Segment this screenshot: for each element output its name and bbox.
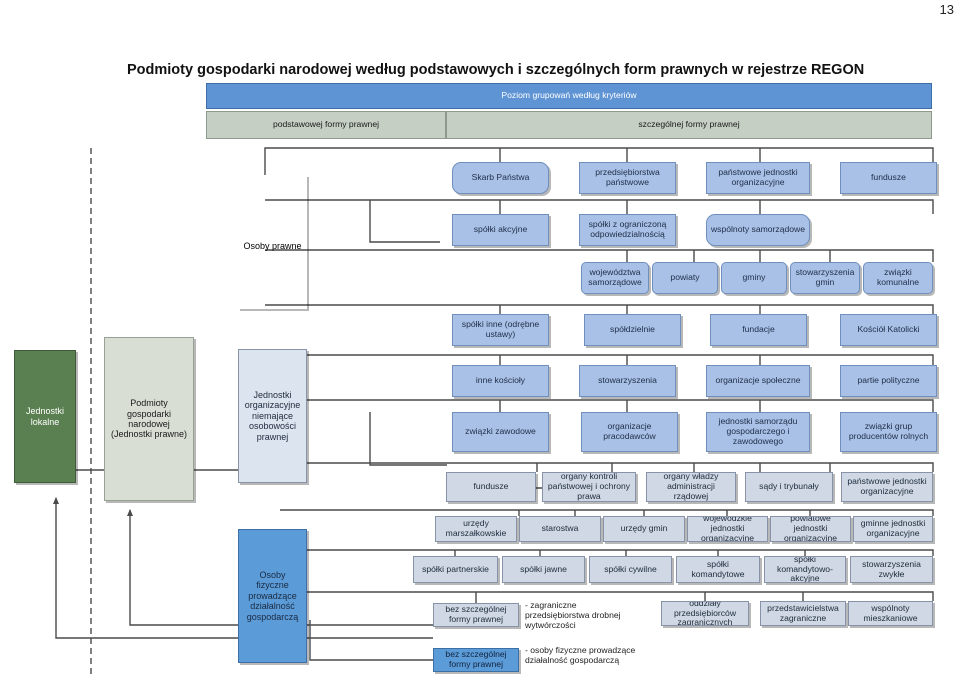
natural-persons-note: - osoby fizyczne prowadzące działalność … [525,645,636,665]
state-org-units-box-2: państwowe jednostki organizacyjne [841,472,933,502]
local-units-box: Jednostki lokalne [14,350,76,483]
limited-liability-companies-box: spółki z ograniczoną odpowiedzialnością [579,214,676,246]
limited-partnerships-box: spółki komandytowe [676,556,760,583]
cooperatives-box: spółdzielnie [584,314,681,346]
district-offices-box: starostwa [519,516,601,542]
special-form-header: szczególnej formy prawnej [446,111,932,139]
joint-stock-companies-box: spółki akcyjne [452,214,549,246]
voivodeship-units-box: wojewódzkie jednostki organizacyjne [687,516,768,542]
state-control-bodies-box: organy kontroli państwowej i ochrony pra… [542,472,636,502]
social-organizations-box: organizacje społeczne [706,365,810,397]
no-special-form-box-2: bez szczególnej formy prawnej [433,648,519,672]
basic-form-header: podstawowej formy prawnej [206,111,446,139]
courts-box: sądy i trybunały [745,472,833,502]
page-number: 13 [939,2,954,17]
funds-box-top: fundusze [840,162,937,194]
commune-offices-box: urzędy gmin [603,516,685,542]
natural-persons-box: Osoby fizyczne prowadzące działalność go… [238,529,307,663]
associations-box: stowarzyszenia [579,365,676,397]
funds-box: fundusze [446,472,536,502]
state-org-units-box: państwowe jednostki organizacyjne [706,162,810,194]
commune-associations-box: stowarzyszenia gmin [790,262,860,294]
legal-persons-box: Osoby prawne [238,175,307,309]
employers-organizations-box: organizacje pracodawców [581,412,678,452]
trade-unions-box: związki zawodowe [452,412,549,452]
district-units-box: powiatowe jednostki organizacyjne [770,516,851,542]
producer-groups-box: związki grup producentów rolnych [840,412,937,452]
self-government-communities-box: wspólnoty samorządowe [706,214,810,246]
no-special-form-box-1: bez szczególnej formy prawnej [433,603,519,627]
districts-box: powiaty [652,262,718,294]
government-administration-box: organy władzy administracji rządowej [646,472,736,502]
housing-communities-box: wspólnoty mieszkaniowe [848,601,933,626]
other-companies-box: spółki inne (odrębne ustawy) [452,314,549,346]
catholic-church-box: Kościół Katolicki [840,314,937,346]
foundations-box: fundacje [710,314,807,346]
political-parties-box: partie polityczne [840,365,937,397]
partnerships-box: spółki partnerskie [413,556,498,583]
foreign-branches-box: oddziały przedsiębiorców zagranicznych [661,601,749,626]
marshal-offices-box: urzędy marszałkowskie [435,516,517,542]
state-enterprises-box: przedsiębiorstwa państwowe [579,162,676,194]
general-partnerships-box: spółki jawne [502,556,585,583]
other-churches-box: inne kościoły [452,365,549,397]
economic-self-government-box: jednostki samorządu gospodarczego i zawo… [706,412,810,452]
commune-units-box: gminne jednostki organizacyjne [853,516,933,542]
org-units-box: Jednostki organizacyjne niemające osobow… [238,349,307,483]
voivodeships-box: województwa samorządowe [581,262,649,294]
foreign-representations-box: przedstawicielstwa zagraniczne [760,601,846,626]
treasury-box: Skarb Państwa [452,162,549,194]
foreign-small-enterprises-note: - zagraniczne przedsiębiorstwa drobnej w… [525,600,621,630]
limited-joint-stock-partnerships-box: spółki komandytowo-akcyjne [764,556,846,583]
municipal-unions-box: związki komunalne [863,262,933,294]
communes-box: gminy [721,262,787,294]
criteria-level-header: Poziom grupowań według kryteriów [206,83,932,109]
legal-units-box: Podmioty gospodarki narodowej (Jednostki… [104,337,194,501]
civil-partnerships-box: spółki cywilne [589,556,672,583]
ordinary-associations-box: stowarzyszenia zwykłe [850,556,933,583]
page-title: Podmioty gospodarki narodowej według pod… [127,62,865,78]
